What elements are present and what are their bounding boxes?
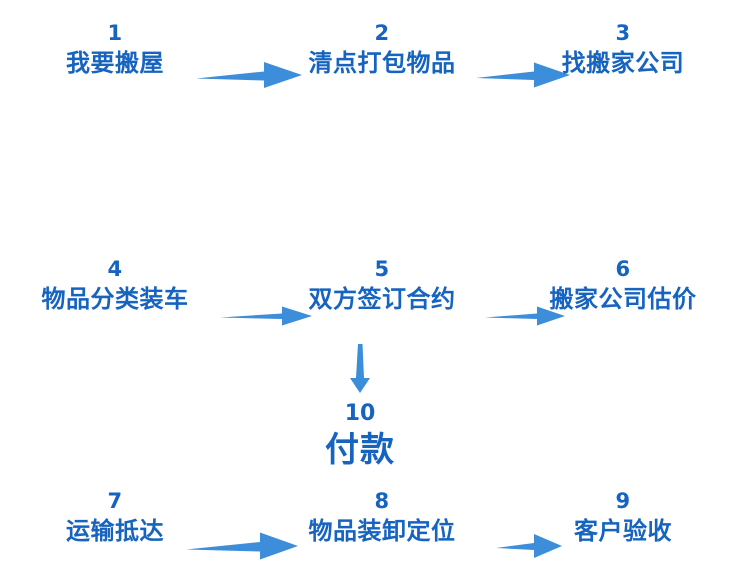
step-node-10[interactable]: 10 付款 [325,400,395,472]
right-arrow-icon [496,531,564,561]
step-label: 物品装卸定位 [308,517,456,545]
step-label: 运输抵达 [66,517,164,545]
right-arrow-icon [186,529,300,563]
step-node-2[interactable]: 2 清点打包物品 [309,20,456,80]
step-number: 10 [344,401,376,426]
step-node-5[interactable]: 5 双方签订合约 [309,256,456,316]
step-node-1[interactable]: 1 我要搬屋 [66,20,164,80]
step-label: 我要搬屋 [66,49,164,77]
step-node-6[interactable]: 6 搬家公司估价 [550,256,697,316]
step-number: 9 [615,489,631,513]
right-arrow-icon [476,58,572,92]
step-number: 7 [107,489,123,513]
step-label: 物品分类装车 [41,285,189,313]
step-number: 8 [374,489,390,513]
step-number: 3 [615,21,631,45]
right-arrow-icon [220,303,314,329]
step-node-7[interactable]: 7 运输抵达 [66,488,164,548]
step-label: 找搬家公司 [561,49,685,77]
right-arrow-icon [485,303,567,329]
step-label: 双方签订合约 [308,285,456,313]
step-label: 客户验收 [574,517,672,545]
step-node-9[interactable]: 9 客户验收 [574,488,672,548]
step-node-3[interactable]: 3 找搬家公司 [562,20,685,80]
step-node-8[interactable]: 8 物品装卸定位 [309,488,456,548]
down-arrow-icon [347,344,373,398]
step-number: 5 [374,257,390,281]
step-node-4[interactable]: 4 物品分类装车 [42,256,189,316]
step-label: 付款 [325,430,395,470]
step-number: 4 [107,257,123,281]
step-number: 1 [107,21,123,45]
step-number: 2 [374,21,390,45]
step-label: 清点打包物品 [308,49,456,77]
step-label: 搬家公司估价 [549,285,697,313]
right-arrow-icon [196,58,304,92]
flowchart-canvas: 1 我要搬屋 2 清点打包物品 3 找搬家公司 4 物品分类装车 [42,20,697,560]
step-number: 6 [615,257,631,281]
